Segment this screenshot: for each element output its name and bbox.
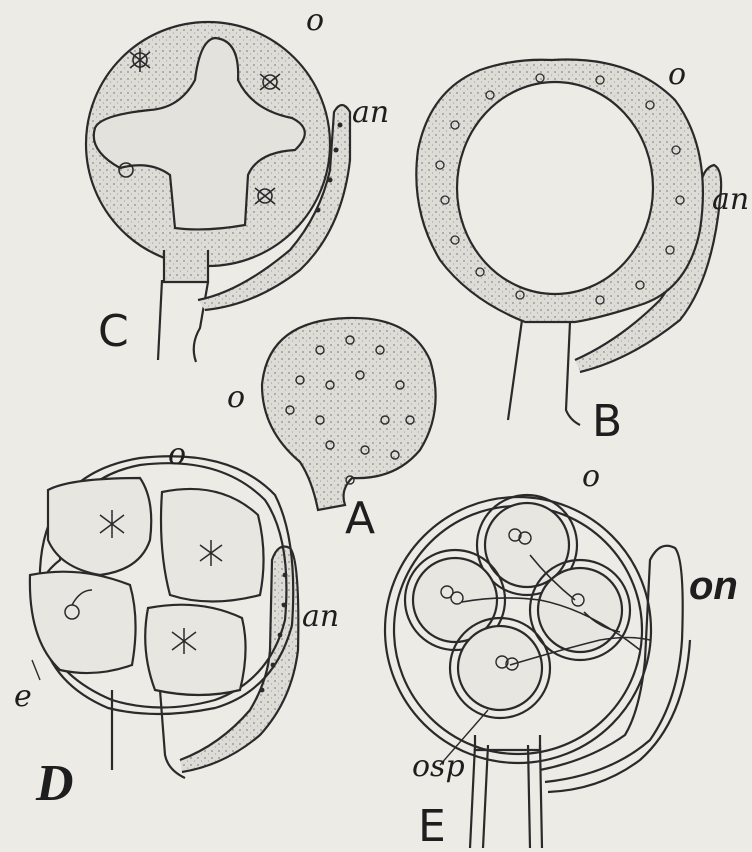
label-d-antheridium: an (302, 602, 339, 632)
label-c-letter: C (98, 310, 129, 354)
label-c-antheridium: an (352, 98, 389, 128)
label-d-oogonium: o (168, 440, 186, 470)
fig-e-stalk (470, 745, 542, 848)
label-b-antheridium: an (712, 185, 749, 215)
label-a-oogonium: o (227, 383, 245, 413)
fig-e-neck (475, 735, 540, 750)
fig-d (30, 456, 298, 778)
label-c-oogonium: o (306, 6, 324, 36)
label-e-antheridium: on (689, 566, 738, 606)
label-d-egg: e (14, 682, 32, 712)
fig-c-stalk (158, 280, 208, 362)
fig-d-egg-2 (161, 489, 264, 602)
fig-e (385, 495, 690, 848)
label-e-oospore: osp (412, 752, 465, 782)
label-d-letter: D (36, 758, 74, 810)
fig-b-central-vacuole (457, 82, 653, 294)
fig-b (416, 60, 721, 426)
fig-c-stalk-base (164, 250, 208, 282)
label-e-letter: E (418, 805, 446, 849)
label-a-letter: A (345, 497, 375, 541)
label-b-letter: B (592, 400, 622, 444)
fig-e-oospores (405, 495, 630, 718)
fig-b-stalk (508, 320, 580, 425)
fig-a (262, 318, 436, 510)
label-b-oogonium: o (668, 60, 686, 90)
label-e-oogonium: o (582, 462, 600, 492)
fig-d-egg-pointer (32, 660, 40, 680)
fig-d-egg-1 (48, 478, 151, 575)
fig-d-egg-3 (30, 572, 136, 673)
